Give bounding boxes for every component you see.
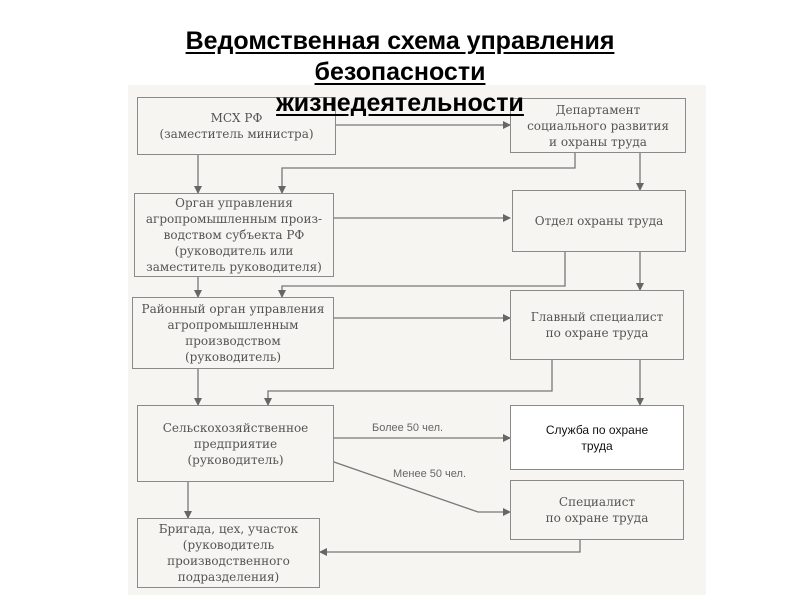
node-department-line-2: социального развития	[527, 118, 669, 133]
node-department-line-3: и охраны труда	[549, 134, 647, 149]
node-enterprise-line-1: Сельскохозяйственное	[162, 420, 309, 435]
node-brigade: Бригада, цех, участок (руководитель прои…	[137, 518, 320, 588]
edge-label-less-50: Менее 50 чел.	[393, 468, 467, 480]
node-agro-organ-line-1: Орган управления	[175, 196, 293, 210]
arrow-labordept-district	[278, 252, 566, 298]
node-chief-specialist-line-1: Главный специалист	[530, 310, 664, 324]
node-district-organ-line-3: производством	[185, 334, 281, 348]
node-department-line-1: Департамент	[555, 102, 641, 117]
arrow-specialist-brigade	[319, 540, 581, 556]
node-district-organ-line-1: Районный орган управления	[141, 302, 325, 316]
node-msh-line-1: МСХ РФ	[210, 111, 263, 125]
node-chief-specialist: Главный специалист по охране труда	[510, 290, 684, 360]
node-labor-service-line-1: Служба по охране	[545, 422, 649, 437]
node-agro-organ-line-5: заместитель руководителя)	[146, 260, 322, 274]
node-brigade-line-3: производственного	[167, 554, 290, 568]
node-labor-dept: Отдел охраны труда	[512, 190, 686, 252]
node-agro-organ-line-4: (руководитель или	[174, 244, 294, 258]
node-labor-service-line-2: труда	[581, 438, 613, 453]
arrow-department-agro	[278, 153, 576, 194]
node-specialist-line-1: Специалист	[558, 495, 636, 509]
node-msh-line-2: (заместитель министра)	[159, 127, 314, 141]
node-agro-organ: Орган управления агропромышленным произ-…	[134, 193, 334, 277]
node-agro-organ-line-3: водством субъекта РФ	[163, 228, 305, 242]
title-line-2: безопасности	[314, 58, 486, 86]
node-specialist: Специалист по охране труда	[510, 480, 684, 540]
edge-label-more-50: Более 50 чел.	[372, 422, 444, 434]
node-labor-dept-line-1: Отдел охраны труда	[534, 214, 664, 228]
node-chief-specialist-line-2: по охране труда	[545, 326, 649, 340]
node-enterprise-line-3: (руководитель)	[187, 452, 284, 467]
diagram-title: Ведомственная схема управления безопасно…	[0, 26, 800, 119]
node-brigade-line-1: Бригада, цех, участок	[158, 522, 299, 536]
node-specialist-line-2: по охране труда	[545, 511, 649, 525]
node-labor-service: Служба по охране труда	[510, 405, 684, 470]
node-brigade-line-2: (руководитель	[182, 538, 275, 552]
node-enterprise-line-2: предприятие	[193, 436, 278, 451]
arrow-enterprise-specialist	[333, 461, 511, 516]
node-msh: МСХ РФ (заместитель министра)	[137, 97, 336, 155]
arrow-chief-enterprise	[264, 360, 553, 406]
node-brigade-line-4: подразделения)	[177, 570, 280, 584]
node-district-organ: Районный орган управления агропромышленн…	[132, 297, 334, 369]
node-department: Департамент социального развития и охран…	[510, 98, 686, 153]
title-line-1: Ведомственная схема управления	[185, 27, 615, 55]
title-line-3: жизнедеятельности	[276, 89, 524, 117]
node-district-organ-line-4: (руководитель)	[184, 350, 282, 364]
node-enterprise: Сельскохозяйственное предприятие (руково…	[137, 405, 334, 482]
node-district-organ-line-2: агропромышленным	[167, 318, 299, 332]
node-agro-organ-line-2: агропромышленным произ-	[145, 212, 323, 226]
